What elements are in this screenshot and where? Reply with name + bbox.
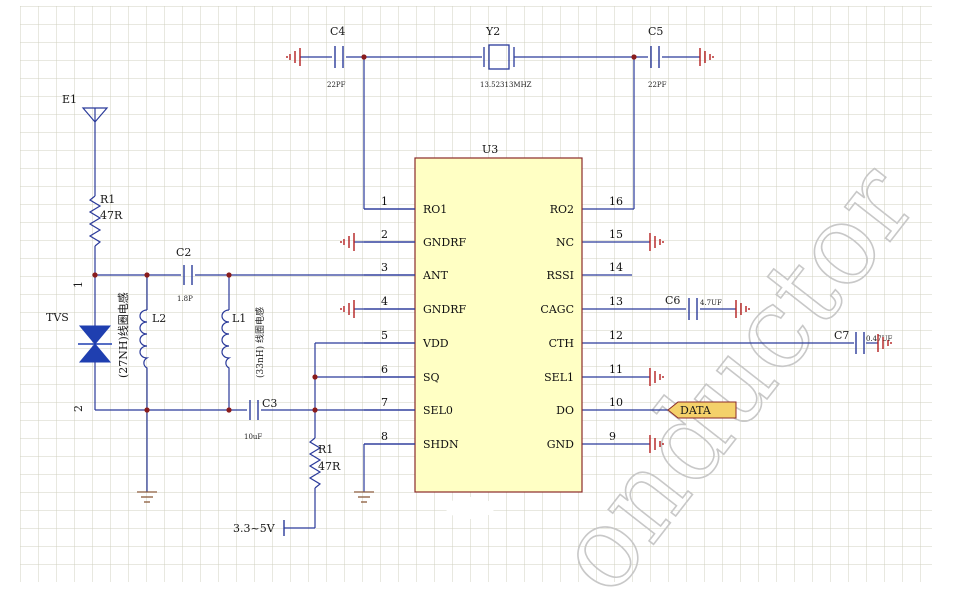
chip-ref: U3: [482, 143, 498, 156]
inductor-l2: [139, 309, 150, 378]
r1-bottom-ref: R1: [318, 443, 333, 456]
right-pin-name: CAGC: [540, 303, 574, 316]
c2-ref: C2: [176, 246, 191, 259]
right-pin-name: RO2: [550, 203, 574, 216]
left-pin-name: RO1: [423, 203, 447, 216]
left-pin-number: 4: [381, 295, 388, 308]
tvs-pin2: 2: [72, 405, 85, 412]
right-pin-name: RSSI: [546, 269, 574, 282]
tvs-ref: TVS: [46, 311, 69, 324]
left-pin-number: 1: [381, 195, 388, 208]
tvs-diode: [78, 322, 112, 368]
junction-dots: [92, 54, 637, 413]
c3-value: 10uF: [244, 433, 262, 441]
image-artifact: [446, 497, 494, 519]
ground-icon: [354, 491, 374, 503]
capacitor-c3: [249, 400, 259, 420]
left-pin-name: SQ: [423, 371, 440, 384]
l1-value: (33nH) 线圈电感: [254, 307, 266, 378]
capacitor-c7: [855, 332, 865, 354]
r1-top-ref: R1: [100, 193, 115, 206]
ground-icon: [340, 300, 355, 318]
left-pin-number: 8: [381, 430, 388, 443]
right-pin-name: CTH: [549, 337, 574, 350]
c6-value: 4.7UF: [700, 299, 722, 307]
ground-symbols: [137, 48, 892, 503]
ground-icon: [877, 334, 892, 352]
chip-u3-body: [414, 157, 583, 493]
right-pin-number: 9: [609, 430, 616, 443]
right-pin-number: 16: [609, 195, 623, 208]
antenna-ref: E1: [62, 93, 77, 106]
l1-ref: L1: [232, 312, 246, 325]
l2-value: (27NH)线圈电感: [116, 292, 130, 378]
left-pin-name: GNDRF: [423, 236, 467, 249]
c3-ref: C3: [262, 397, 277, 410]
capacitor-c4: [334, 46, 344, 68]
resistor-r1-top: [88, 195, 102, 247]
c2-value: 1.8P: [177, 295, 193, 303]
right-pin-number: 13: [609, 295, 623, 308]
r1-top-value: 47R: [100, 209, 123, 222]
chip-pins: 1RO12GNDRF3ANT4GNDRF5VDD6SQ7SEL08SHDN16R…: [364, 195, 623, 451]
right-pin-name: SEL1: [544, 371, 574, 384]
supply-label: 3.3~5V: [233, 522, 276, 535]
crystal-y2: [483, 44, 515, 70]
left-pin-number: 2: [381, 228, 388, 241]
left-pin-name: SEL0: [423, 404, 453, 417]
left-pin-number: 6: [381, 363, 388, 376]
right-pin-name: NC: [556, 236, 574, 249]
ground-icon: [649, 435, 664, 453]
left-pin-number: 5: [381, 329, 388, 342]
left-pin-number: 3: [381, 261, 388, 274]
data-port-label: DATA: [680, 404, 712, 417]
right-pin-name: DO: [556, 404, 574, 417]
resistor-r1-bottom: [308, 437, 322, 489]
l2-ref: L2: [152, 312, 166, 325]
left-pin-name: GNDRF: [423, 303, 467, 316]
c7-value: 0.47UF: [866, 335, 892, 343]
right-pin-number: 11: [609, 363, 623, 376]
capacitor-c2: [183, 265, 193, 285]
left-pin-name: ANT: [422, 269, 449, 282]
antenna-symbol: [81, 107, 109, 123]
c4-ref: C4: [330, 25, 345, 38]
ground-icon: [699, 48, 714, 66]
c5-value: 22PF: [648, 81, 667, 89]
y2-ref: Y2: [485, 25, 500, 38]
c6-ref: C6: [665, 294, 680, 307]
c5-ref: C5: [648, 25, 663, 38]
r1-bottom-value: 47R: [318, 460, 341, 473]
c4-value: 22PF: [327, 81, 346, 89]
inductor-l1: [221, 309, 232, 378]
right-pin-name: GND: [547, 438, 574, 451]
ground-icon: [649, 233, 664, 251]
right-pin-number: 15: [609, 228, 623, 241]
left-pin-name: VDD: [422, 337, 449, 350]
right-pin-number: 12: [609, 329, 623, 342]
right-pin-number: 14: [609, 261, 623, 274]
right-pin-number: 10: [609, 396, 623, 409]
ground-icon: [286, 48, 301, 66]
capacitor-c5: [650, 46, 660, 68]
ground-icon: [137, 491, 157, 503]
left-pin-number: 7: [381, 396, 388, 409]
left-pin-name: SHDN: [423, 438, 459, 451]
ground-icon: [735, 300, 750, 318]
data-port: [667, 401, 737, 419]
y2-value: 13.52313MHZ: [480, 81, 532, 89]
ground-icon: [649, 368, 664, 386]
ground-icon: [340, 233, 355, 251]
capacitor-c6: [688, 298, 698, 320]
c7-ref: C7: [834, 329, 849, 342]
tvs-pin1: 1: [72, 281, 85, 288]
